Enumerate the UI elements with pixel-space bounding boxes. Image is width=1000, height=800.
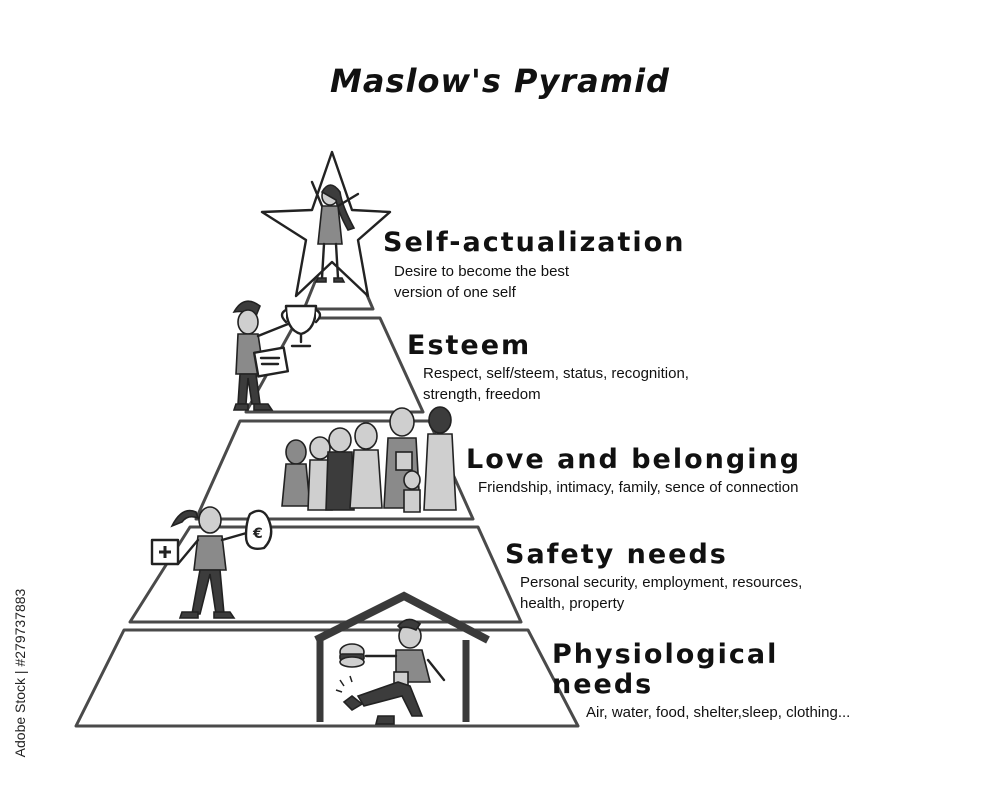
level-description-esteem: Respect, self/steem, status, recognition… [423, 365, 689, 403]
star-woman-icon [260, 150, 392, 298]
pyramid-tier-physiological-needs [74, 628, 580, 728]
level-description-love-and-belonging: Friendship, intimacy, family, sence of c… [478, 479, 799, 496]
level-title-esteem: Esteem [407, 330, 532, 361]
house-burger-man-icon [314, 591, 490, 725]
level-title-self-actualization: Self-actualization [383, 227, 686, 258]
level-title-safety-needs: Safety needs [505, 539, 728, 570]
first-aid-money-bag-woman-icon: € [150, 506, 273, 619]
page-title: Maslow's Pyramid [330, 62, 670, 100]
stock-credit-text: Adobe Stock | #279737883 [12, 588, 28, 758]
level-title-love-and-belonging: Love and belonging [466, 444, 802, 475]
stock-credit-watermark: Adobe Stock | #279737883 [10, 560, 30, 790]
svg-text:€: € [252, 526, 263, 542]
level-title-physiological-needs: Physiological needs [552, 639, 779, 700]
level-description-safety-needs: Personal security, employment, resources… [520, 574, 803, 612]
level-description-physiological-needs: Air, water, food, shelter,sleep, clothin… [586, 704, 851, 721]
level-description-self-actualization: Desire to become the best version of one… [394, 263, 570, 301]
pyramid-tier-esteem [244, 316, 425, 414]
pyramid-tier-safety-needs [128, 525, 523, 624]
trophy-diploma-man-icon [232, 300, 322, 411]
family-group-icon [281, 406, 457, 513]
